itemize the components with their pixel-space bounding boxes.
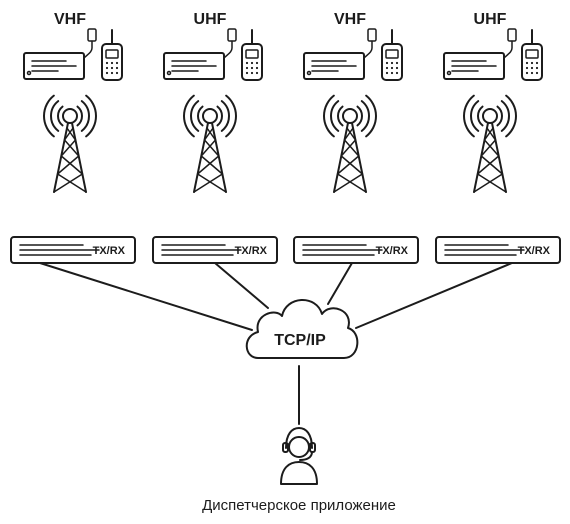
tcpip-cloud-icon: TCP/IP	[245, 299, 359, 359]
radio-column-2: UHF TX/RX	[152, 11, 278, 264]
rack-transceiver-icon: TX/RX	[435, 236, 561, 264]
dispatcher-caption: Диспетчерское приложение	[202, 497, 396, 514]
txrx-label: TX/RX	[376, 245, 409, 257]
base-radio-icon	[23, 28, 97, 80]
band-label: VHF	[54, 11, 86, 28]
radio-tower-icon	[463, 94, 517, 193]
txrx-label: TX/RX	[518, 245, 551, 257]
txrx-label: TX/RX	[235, 245, 268, 257]
radio-column-1: VHF TX/RX	[10, 11, 136, 264]
rack-transceiver-icon: TX/RX	[152, 236, 278, 264]
rack-transceiver-icon: TX/RX	[10, 236, 136, 264]
txrx-label: TX/RX	[93, 245, 126, 257]
walkie-talkie-icon	[521, 29, 543, 81]
base-radio-icon	[303, 28, 377, 80]
rack-transceiver-icon: TX/RX	[293, 236, 419, 264]
band-label: UHF	[474, 11, 507, 28]
band-label: UHF	[194, 11, 227, 28]
radio-column-4: UHF TX/RX	[435, 11, 561, 264]
radio-tower-icon	[43, 94, 97, 193]
headset-operator-icon	[280, 427, 318, 485]
link-3	[327, 262, 353, 305]
base-radio-icon	[443, 28, 517, 80]
radio-tower-icon	[183, 94, 237, 193]
radio-tower-icon	[323, 94, 377, 193]
base-radio-icon	[163, 28, 237, 80]
link-4	[355, 262, 513, 329]
link-2	[214, 262, 269, 309]
tcpip-label: TCP/IP	[274, 332, 326, 349]
network-links	[39, 262, 513, 425]
band-label: VHF	[334, 11, 366, 28]
link-1	[39, 262, 253, 331]
walkie-talkie-icon	[241, 29, 263, 81]
walkie-talkie-icon	[381, 29, 403, 81]
walkie-talkie-icon	[101, 29, 123, 81]
radio-column-3: VHF TX/RX	[293, 11, 419, 264]
